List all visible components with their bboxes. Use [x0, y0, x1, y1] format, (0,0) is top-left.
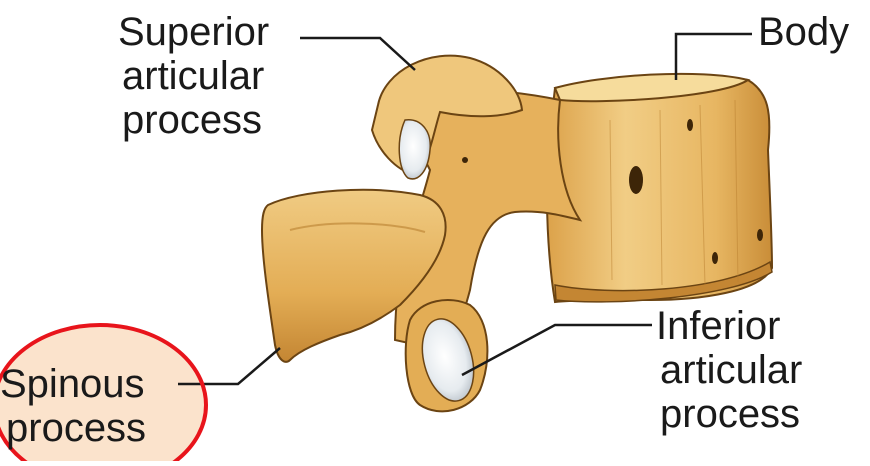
- superior-leader-line: [300, 38, 415, 70]
- superior-label-line-3: process: [122, 98, 269, 142]
- superior-label-line-1: Superior: [118, 10, 269, 54]
- inferior-label-line-1: Inferior: [656, 304, 802, 348]
- inferior-articular-process-label: Inferior articular process: [656, 304, 802, 436]
- spinous-label-line-2: process: [6, 406, 146, 450]
- vertebral-body: [547, 74, 772, 302]
- inferior-articular-process: [406, 300, 488, 411]
- body-label-text: Body: [758, 10, 849, 54]
- superior-articular-process-label: Superior articular process: [118, 10, 269, 142]
- superior-label-line-2: articular: [122, 54, 269, 98]
- spinous-process-label: Spinous process: [0, 362, 146, 450]
- inferior-label-line-3: process: [660, 392, 802, 436]
- spinous-label-line-1: Spinous: [0, 362, 146, 406]
- inferior-label-line-2: articular: [660, 348, 802, 392]
- inferior-leader-line: [462, 325, 652, 375]
- body-label: Body: [758, 10, 849, 54]
